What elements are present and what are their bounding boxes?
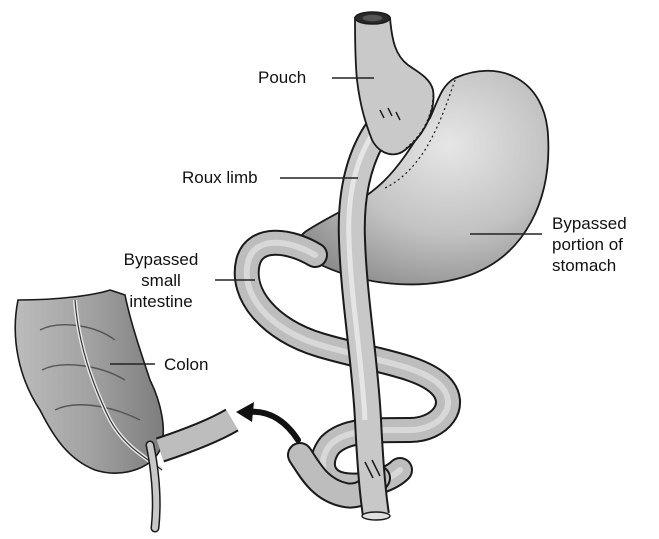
colon-label: Colon xyxy=(164,354,208,375)
bypassed-stomach-label-line-2: portion of xyxy=(552,234,627,255)
roux-limb-label: Roux limb xyxy=(182,167,258,188)
bypassed-intestine-label-line-2: small xyxy=(112,270,210,291)
bypassed-intestine-label-line-3: intestine xyxy=(112,291,210,312)
pouch-label: Pouch xyxy=(258,67,306,88)
bypassed-intestine-label-line-1: Bypassed xyxy=(112,249,210,270)
bypassed-stomach-label-line-1: Bypassed xyxy=(552,213,627,234)
flow-direction-arrow xyxy=(236,402,298,440)
bypassed-stomach-label: Bypassed portion of stomach xyxy=(552,213,627,276)
bypassed-stomach-label-line-3: stomach xyxy=(552,255,627,276)
bypassed-intestine-label: Bypassed small intestine xyxy=(112,249,210,312)
colon-shape xyxy=(0,280,200,528)
